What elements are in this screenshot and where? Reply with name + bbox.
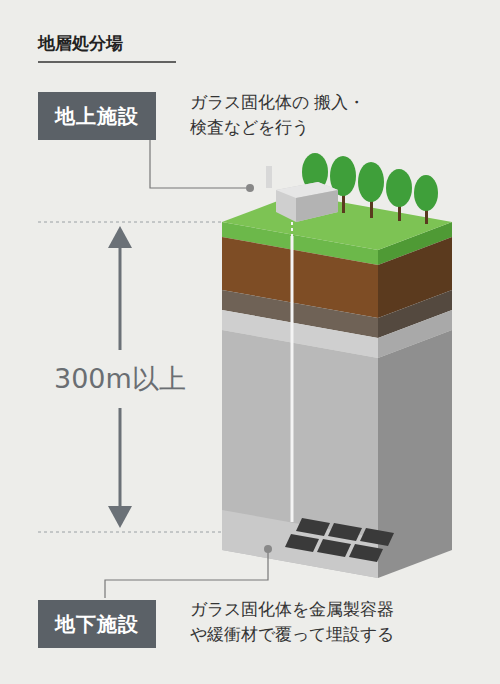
surface-building [266,166,338,222]
title-underline [38,61,176,63]
facility-name: 地下施設 [55,611,139,638]
tunnel-tile [328,523,362,541]
facility-label-box: 地上施設 [38,92,156,140]
tunnel-tile [360,528,394,546]
leader-dot [264,545,272,553]
facility-label-box: 地下施設 [38,600,156,648]
tunnel-tile [285,534,319,552]
diagram-title: 地層処分場 [38,32,123,55]
depth-dimension: 300m以上 [50,361,190,397]
ground-block [222,194,452,578]
facility-name: 地上施設 [55,103,139,130]
tunnel-tile [349,544,383,562]
surface-reference [38,222,222,223]
facility-description: ガラス固化体を金属製容器 や緩衝材で覆って埋設する [190,597,404,646]
facility-description: ガラス固化体の 搬入・検査などを行う [190,90,404,139]
leader-dot [246,184,254,192]
tunnel-tile [317,539,351,557]
tunnel-tile [296,518,330,536]
